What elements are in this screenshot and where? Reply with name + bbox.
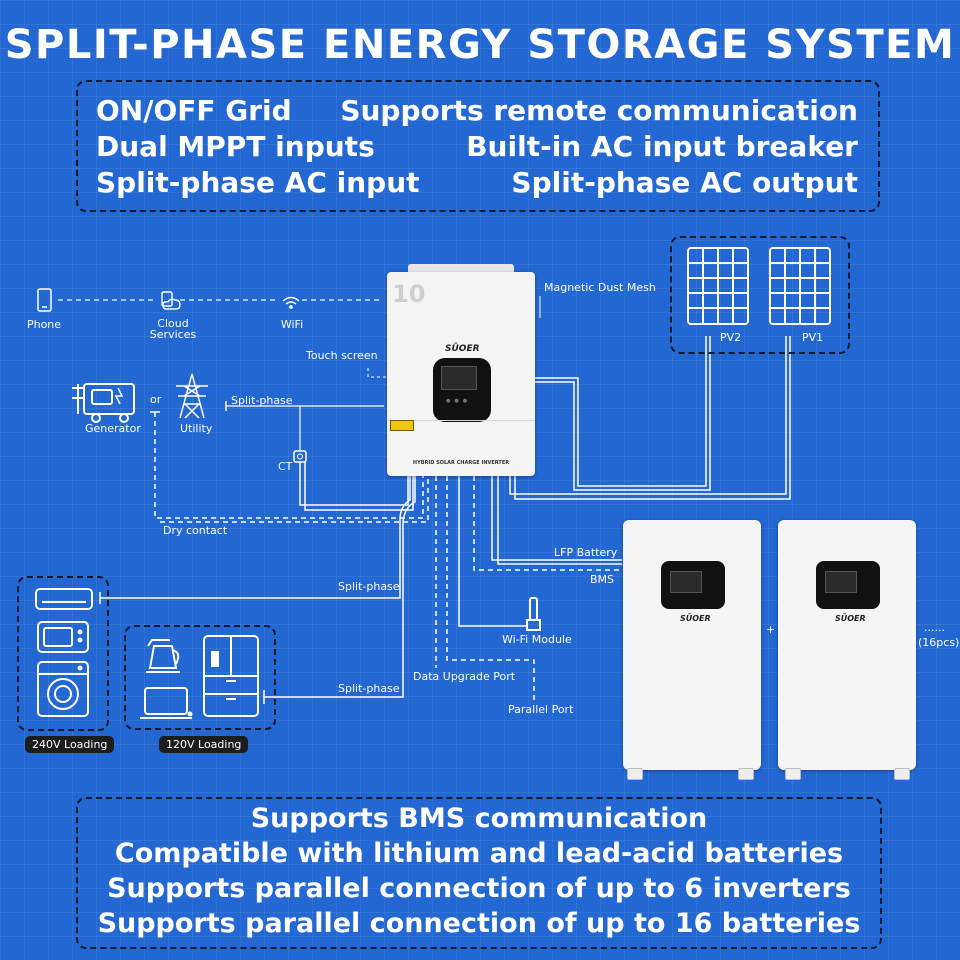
feature-ac-breaker: Built-in AC input breaker — [466, 130, 858, 163]
label-utility: Utility — [180, 422, 213, 435]
feature-box-top — [76, 80, 880, 212]
pv-group-frame — [670, 236, 850, 354]
ct-loop-2 — [304, 462, 414, 511]
pv2-line-b — [535, 336, 711, 491]
feature-battery-compat: Compatible with lithium and lead-acid ba… — [114, 838, 844, 869]
battery-2-foot-right — [894, 768, 910, 780]
label-pv2: PV2 — [720, 331, 742, 344]
battery-2-screen — [825, 571, 857, 593]
label-touch-screen: Touch screen — [306, 349, 378, 362]
label-magnetic-dust-mesh: Magnetic Dust Mesh — [544, 281, 656, 294]
label-phone: Phone — [26, 318, 62, 331]
label-16pcs: (16pcs) — [918, 636, 960, 649]
ct-sensor-core — [297, 453, 303, 460]
label-split-phase-input: Split-phase — [231, 394, 293, 407]
ct-sensor-icon — [293, 450, 307, 463]
label-plus: + — [766, 623, 776, 636]
load240-line — [100, 476, 411, 599]
inverter-warning-label — [390, 420, 414, 431]
battery-unit-1 — [623, 520, 761, 770]
label-split-phase-240v: Split-phase — [338, 580, 400, 593]
label-cloud-services: Cloud Services — [149, 317, 197, 341]
battery-2-brand-logo: SŪOER — [835, 614, 866, 623]
feature-on-off-grid: ON/OFF Grid — [96, 94, 292, 127]
feature-box-bottom — [76, 797, 882, 949]
laptop-icon — [140, 687, 193, 719]
ct-loop-1 — [299, 462, 409, 506]
label-ct: CT — [278, 460, 293, 473]
feature-parallel-batteries: Supports parallel connection of up to 16… — [97, 908, 861, 939]
label-generator: Generator — [85, 422, 141, 435]
lfp-line-1 — [491, 476, 622, 561]
air-conditioner-icon — [35, 588, 93, 610]
touch-pointer — [367, 368, 386, 378]
page-title: SPLIT-PHASE ENERGY STORAGE SYSTEM — [4, 22, 956, 68]
pv2-line-a — [535, 336, 707, 487]
lfp-line-2 — [497, 476, 622, 565]
inverter-separator — [387, 420, 535, 421]
inverter-caption: HYBRID SOLAR CHARGE INVERTER — [412, 460, 510, 466]
feature-split-phase-input: Split-phase AC input — [96, 166, 420, 199]
solar-panel-pv2-icon — [687, 247, 749, 325]
load120-line — [264, 476, 416, 698]
dry-contact-line-2 — [160, 476, 429, 523]
parallel-port-line — [446, 476, 535, 702]
inverter-top-cap — [408, 264, 514, 274]
label-pv1: PV1 — [802, 331, 824, 344]
cloud-icon — [161, 291, 181, 310]
battery-1-screen — [670, 571, 702, 593]
battery-2-foot-left — [785, 768, 801, 780]
wifi-module-icon — [526, 597, 541, 631]
label-wifi-module: Wi-Fi Module — [502, 633, 572, 646]
wifi-module-line — [458, 476, 528, 627]
utility-tower-icon — [176, 373, 208, 419]
feature-bms-comm: Supports BMS communication — [250, 803, 708, 834]
washing-machine-icon — [37, 661, 89, 717]
pv1-line-b — [514, 336, 791, 500]
label-bms: BMS — [590, 573, 615, 586]
microwave-icon — [37, 621, 89, 653]
solar-panel-pv1-icon — [769, 247, 831, 325]
wifi-icon — [282, 296, 300, 309]
inverter-brand-logo: SŪOER — [445, 344, 480, 354]
battery-1-foot-left — [627, 768, 643, 780]
inverter-screen — [441, 366, 477, 390]
kettle-icon — [146, 639, 180, 673]
generator-icon — [72, 383, 135, 423]
battery-1-foot-right — [738, 768, 754, 780]
feature-parallel-inverters: Supports parallel connection of up to 6 … — [107, 873, 851, 904]
label-split-phase-120v: Split-phase — [338, 682, 400, 695]
label-data-upgrade-port: Data Upgrade Port — [413, 670, 516, 683]
pv1-line-a — [509, 336, 787, 495]
label-parallel-port: Parallel Port — [508, 703, 574, 716]
inverter-model-badge: 10 — [392, 280, 426, 308]
inverter-buttons: ●●● — [446, 398, 472, 404]
load-120v-frame — [124, 625, 276, 730]
bms-line — [473, 476, 622, 571]
refrigerator-icon — [203, 635, 259, 717]
badge-240v-loading: 240V Loading — [25, 736, 115, 753]
badge-120v-loading: 120V Loading — [159, 736, 249, 753]
feature-dual-mppt: Dual MPPT inputs — [96, 130, 375, 163]
label-lfp-battery: LFP Battery — [554, 546, 618, 559]
battery-1-brand-logo: SŪOER — [680, 614, 711, 623]
load-240v-frame — [17, 576, 109, 731]
feature-remote-comm: Supports remote communication — [340, 94, 858, 127]
phone-icon — [37, 288, 52, 312]
feature-split-phase-output: Split-phase AC output — [511, 166, 858, 199]
label-or: or — [150, 393, 162, 406]
label-more: ...... — [924, 621, 945, 634]
battery-unit-2 — [778, 520, 916, 770]
label-dry-contact: Dry contact — [163, 524, 228, 537]
label-wifi: WiFi — [280, 318, 304, 331]
